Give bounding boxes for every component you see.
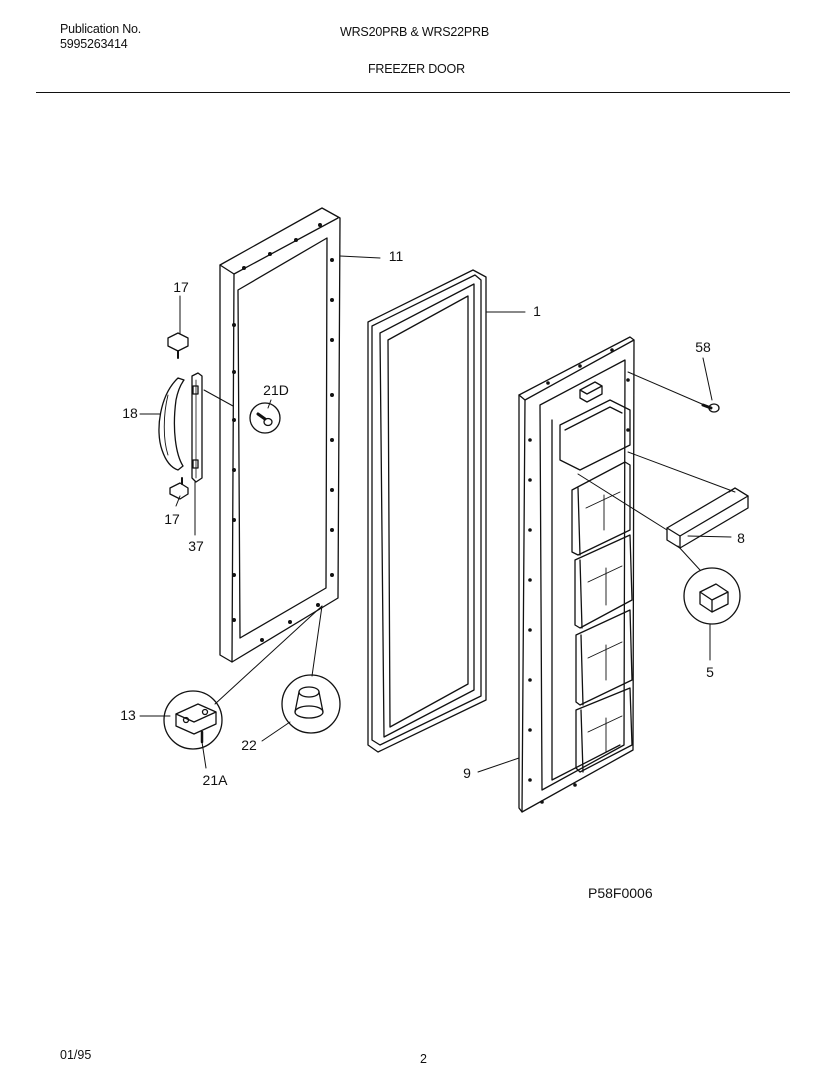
callout-13: 13 bbox=[120, 707, 136, 723]
handle-bracket-part-37 bbox=[191, 372, 203, 483]
shelf-bar-part-8 bbox=[666, 487, 749, 549]
callout-58: 58 bbox=[695, 339, 711, 355]
callout-5: 5 bbox=[706, 664, 714, 680]
hinge-detail-part-13 bbox=[163, 690, 223, 750]
door-gasket-part-1 bbox=[367, 269, 487, 753]
callout-9: 9 bbox=[463, 765, 471, 781]
clip-part-17-top bbox=[167, 332, 189, 359]
callout-1: 1 bbox=[533, 303, 541, 319]
callout-18: 18 bbox=[122, 405, 138, 421]
footer-date: 01/95 bbox=[60, 1048, 92, 1062]
callout-21A: 21A bbox=[202, 772, 228, 788]
callout-17-top: 17 bbox=[173, 279, 189, 295]
page-number: 2 bbox=[420, 1052, 427, 1066]
screw-part-58 bbox=[701, 403, 720, 413]
callout-11: 11 bbox=[388, 248, 404, 264]
door-liner-part-9 bbox=[518, 336, 635, 813]
callout-22: 22 bbox=[241, 737, 257, 753]
section-title: FREEZER DOOR bbox=[368, 62, 465, 76]
header-rule bbox=[36, 92, 790, 93]
screw-detail-part-21D bbox=[249, 402, 281, 434]
publication-label: Publication No. bbox=[60, 22, 142, 36]
leader-lines bbox=[139, 255, 736, 773]
model-numbers: WRS20PRB & WRS22PRB bbox=[340, 25, 490, 39]
door-frame-part-11 bbox=[219, 207, 341, 663]
callout-8: 8 bbox=[737, 530, 745, 546]
drawing-code: P58F0006 bbox=[588, 885, 653, 901]
publication-number: 5995263414 bbox=[60, 37, 128, 51]
bushing-detail-part-22 bbox=[281, 674, 341, 734]
clip-part-17-bottom bbox=[169, 477, 189, 500]
callout-21D: 21D bbox=[263, 382, 289, 398]
door-handle-part-18 bbox=[158, 377, 185, 471]
shelf-end-cap-part-5 bbox=[683, 567, 741, 625]
callout-17-bottom: 17 bbox=[164, 511, 180, 527]
callout-37: 37 bbox=[188, 538, 204, 554]
